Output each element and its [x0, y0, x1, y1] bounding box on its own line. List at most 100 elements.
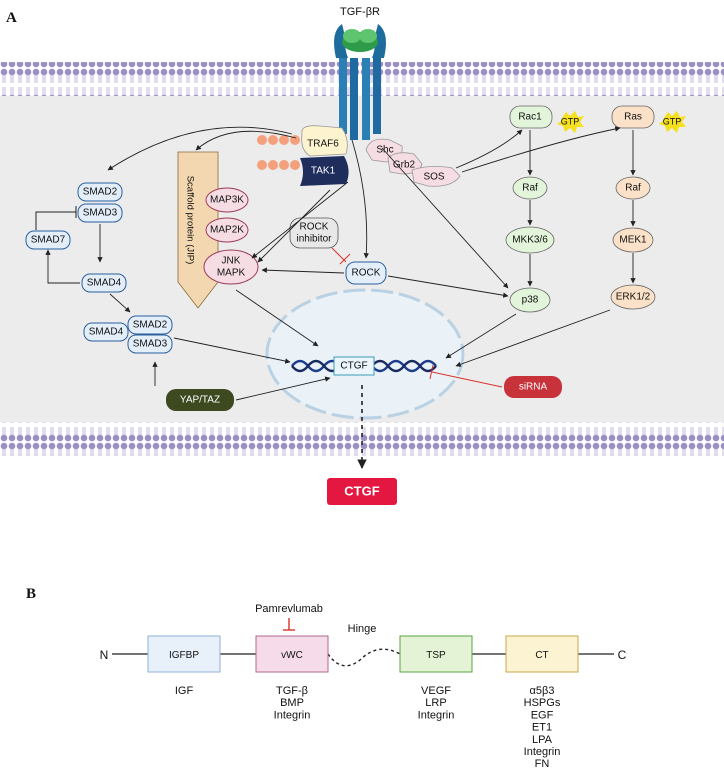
- ras-label: Ras: [624, 112, 642, 123]
- gtp-badge-ras: [659, 111, 686, 133]
- binder-label: α5β3: [530, 685, 555, 697]
- traf6-label: TRAF6: [307, 139, 339, 150]
- sos-label: SOS: [423, 172, 444, 183]
- binder-label: Integrin: [524, 746, 561, 758]
- map2k-label: MAP2K: [210, 225, 244, 236]
- ubiquitin-chain: [257, 135, 300, 170]
- map3k-label: MAP3K: [210, 195, 244, 206]
- binder-label: VEGF: [421, 685, 451, 697]
- mkk36-label: MKK3/6: [512, 235, 548, 246]
- nucleus: [265, 288, 465, 420]
- c-terminus: C: [618, 648, 627, 662]
- sirna-label: siRNA: [519, 382, 548, 393]
- smad7-node: [25, 230, 71, 250]
- smad2-complex-node: [127, 315, 173, 335]
- smad4-complex-label: SMAD4: [89, 327, 124, 338]
- tak1-label: TAK1: [311, 166, 336, 177]
- map3k-node: [205, 187, 249, 213]
- mkk36-node: [505, 226, 555, 254]
- erk12-node: [610, 284, 656, 310]
- smad2-label: SMAD2: [83, 187, 118, 198]
- mek1-node: [612, 227, 654, 253]
- raf-node-green: [512, 176, 548, 200]
- binder-label: IGF: [175, 685, 194, 697]
- smad3-label: SMAD3: [83, 208, 118, 219]
- jnk-mapk-node: [203, 249, 259, 285]
- smad2-node: [77, 182, 123, 202]
- domain-box-tsp: [399, 635, 473, 673]
- ctgf-output-label: CTGF: [344, 483, 379, 498]
- smad3-complex-label: SMAD3: [133, 339, 168, 350]
- mapk-label: MAPK: [217, 268, 246, 279]
- smad4-node: [81, 273, 127, 293]
- p38-node: [509, 287, 551, 313]
- inhibition-marks: [35, 206, 503, 388]
- rock-node: [345, 261, 387, 285]
- smad4-label: SMAD4: [87, 278, 122, 289]
- binder-label: ET1: [532, 722, 552, 734]
- hinge-linker: [327, 648, 401, 667]
- binder-label: HSPGs: [524, 697, 561, 709]
- jnk-label: JNK: [222, 256, 241, 267]
- raf-label-green: Raf: [522, 183, 538, 194]
- n-terminus: N: [100, 648, 109, 662]
- sos-shape: [411, 166, 461, 187]
- traf6-shape: [301, 125, 348, 157]
- smad3-node: [77, 203, 123, 223]
- sirna-node: [504, 376, 562, 398]
- raf-label-orange: Raf: [625, 183, 641, 194]
- smad4-complex-node: [83, 322, 129, 342]
- shc-label: Shc: [376, 145, 393, 156]
- yap-taz-node: [166, 389, 234, 411]
- smad3-complex-node: [127, 334, 173, 354]
- tgf-beta-receptor: [334, 24, 386, 140]
- domain-label-vwc: vWC: [281, 650, 303, 661]
- raf-node-orange: [615, 176, 651, 200]
- panel-b-label: B: [26, 586, 36, 602]
- pamrevlumab-label: Pamrevlumab: [255, 603, 323, 615]
- gtp-label-rac1: GTP: [561, 116, 580, 126]
- rock-inhibitor-node: [289, 217, 339, 249]
- gtp-label-ras: GTP: [663, 116, 682, 126]
- domain-label-igfbp: IGFBP: [169, 650, 199, 661]
- domain-label-tsp: TSP: [426, 650, 446, 661]
- rock-label: ROCK: [352, 268, 381, 279]
- hinge-label: Hinge: [348, 623, 377, 635]
- erk12-label: ERK1/2: [616, 292, 651, 303]
- smad2-complex-label: SMAD2: [133, 320, 168, 331]
- binder-label: LPA: [532, 734, 553, 746]
- pathway-arrows: [45, 126, 636, 401]
- binder-label: EGF: [531, 709, 554, 721]
- binder-label: BMP: [280, 697, 304, 709]
- ctgf-gene-label: CTGF: [340, 361, 367, 372]
- domain-box-igfbp: [147, 635, 221, 673]
- domain-box-vwc: [255, 635, 329, 673]
- binder-label: FN: [535, 758, 550, 770]
- yap-taz-label: YAP/TAZ: [180, 395, 220, 406]
- binder-label: TGF-β: [276, 685, 308, 697]
- rac1-label: Rac1: [518, 112, 542, 123]
- binder-label: Integrin: [274, 709, 311, 721]
- ras-shape: [611, 105, 655, 129]
- rock-inhibitor-label-2: inhibitor: [296, 234, 332, 245]
- tak1-shape: [300, 156, 349, 186]
- smad7-label: SMAD7: [31, 235, 66, 246]
- ctgf-gene-box: [333, 356, 375, 376]
- mek1-label: MEK1: [619, 235, 647, 246]
- gtp-badge-rac1: [557, 111, 584, 133]
- domain-box-ct: [505, 635, 579, 673]
- rock-inhibitor-label-1: ROCK: [300, 222, 329, 233]
- domain-label-ct: CT: [535, 650, 548, 661]
- panel-a-label: A: [6, 10, 17, 26]
- p38-label: p38: [522, 295, 539, 306]
- rac1-shape: [509, 105, 553, 129]
- grb2-label: Grb2: [393, 160, 416, 171]
- receptor-label: TGF-βR: [340, 6, 380, 18]
- binder-label: Integrin: [418, 709, 455, 721]
- ctgf-output-box: [327, 478, 397, 505]
- binder-label: LRP: [425, 697, 446, 709]
- ctgf-domains: IGFBPIGFvWCTGF-βBMPIntegrinTSPVEGFLRPInt…: [147, 635, 579, 770]
- scaffold-label: Scaffold protein (JIP): [184, 176, 195, 265]
- map2k-node: [205, 217, 249, 243]
